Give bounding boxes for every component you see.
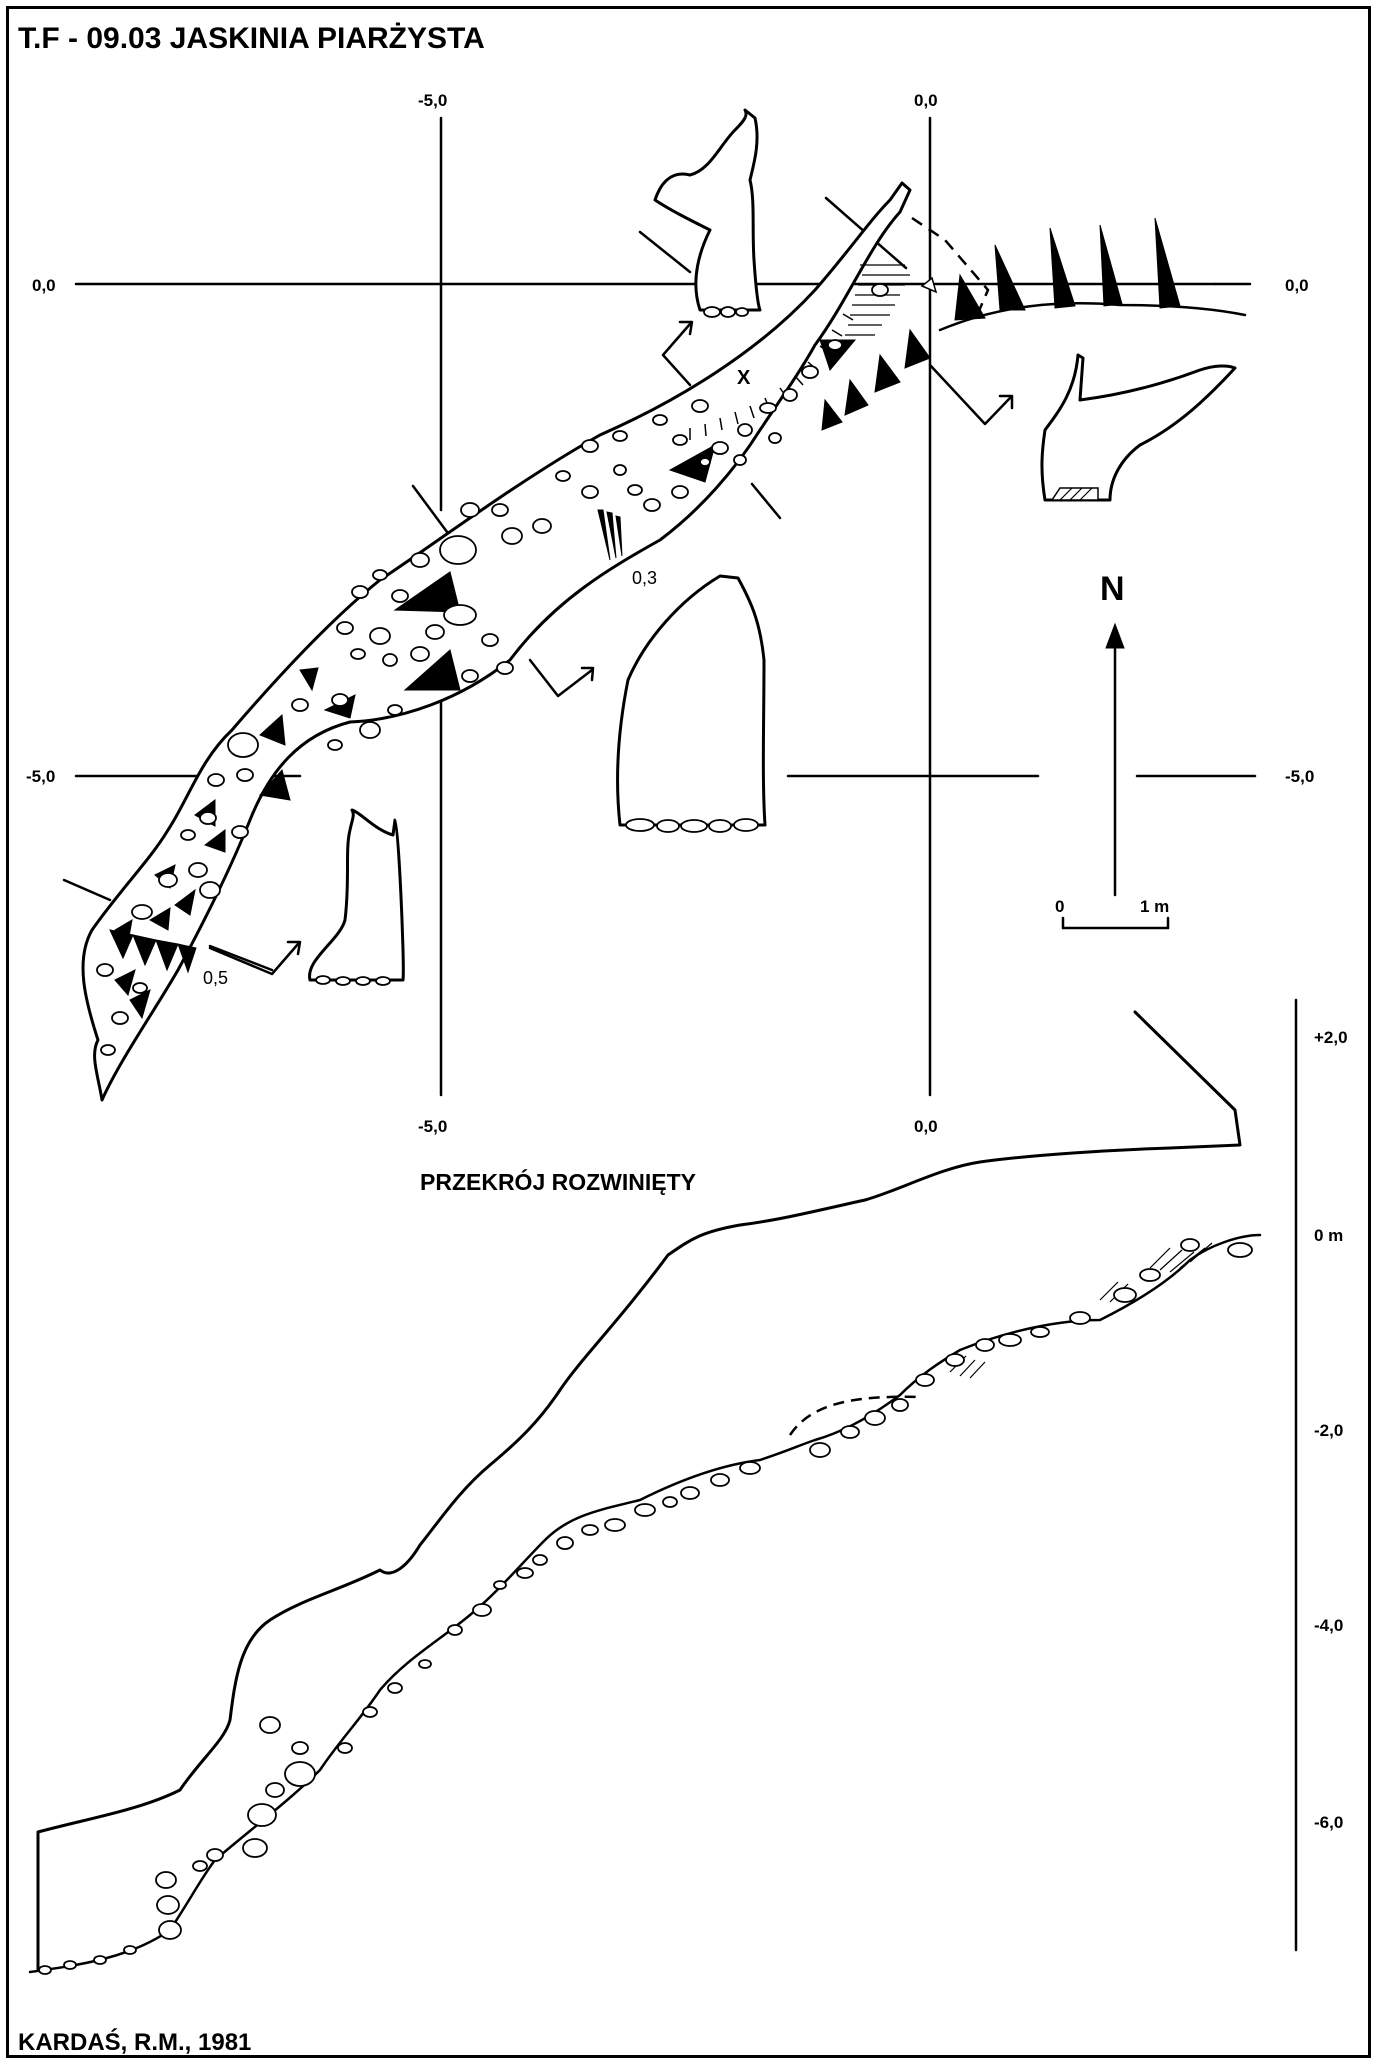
section-floor-line	[28, 1233, 1262, 1974]
rock-step-teeth	[109, 509, 623, 974]
scale-bar	[1061, 916, 1170, 930]
grid-label-left-minus5: -5,0	[26, 767, 55, 786]
entrance-hatch-area	[845, 264, 910, 336]
elevation-label-plus2: +2,0	[1314, 1028, 1348, 1047]
cross-section-3	[528, 574, 767, 833]
elevation-label-0: 0 m	[1314, 1226, 1343, 1245]
grid-label-left-0: 0,0	[32, 276, 56, 295]
cross-section-1	[653, 108, 762, 387]
north-arrow-icon	[1105, 622, 1125, 649]
map-title: T.F - 09.03 JASKINIA PIARŻYSTA	[18, 22, 485, 55]
grid-label-right-0: 0,0	[1285, 276, 1309, 295]
slope-triangles	[114, 217, 1181, 1020]
section-ceiling-line	[36, 1010, 1242, 1972]
cross-section-4	[208, 808, 405, 986]
scale-start-label: 0	[1055, 897, 1064, 916]
section-hatch	[949, 1242, 1213, 1379]
map-frame	[6, 6, 1371, 2058]
elevation-label-minus4: -4,0	[1314, 1616, 1343, 1635]
plan-boulders	[96, 283, 889, 1056]
section-title: PRZEKRÓJ ROZWINIĘTY	[420, 1168, 696, 1195]
plan-depth-label-1: 0,3	[632, 568, 657, 588]
grid-label-top-minus5: -5,0	[418, 91, 447, 110]
scale-end-label: 1 m	[1140, 897, 1169, 916]
grid-label-bottom-minus5: -5,0	[418, 1117, 447, 1136]
cross-section-2	[928, 353, 1237, 502]
plan-grid	[74, 116, 1257, 1097]
section-boulders	[38, 1238, 1253, 1975]
plan-x-mark: X	[737, 367, 751, 389]
north-label: N	[1100, 570, 1125, 608]
elevation-label-minus2: -2,0	[1314, 1421, 1343, 1440]
survey-station-marker	[920, 276, 938, 294]
grid-label-bottom-0: 0,0	[914, 1117, 938, 1136]
elevation-label-minus6: -6,0	[1314, 1813, 1343, 1832]
author-credit: KARDAŚ, R.M., 1981	[18, 2028, 251, 2056]
dashed-entrance-boundary	[911, 216, 990, 321]
plan-depth-label-2: 0,5	[203, 968, 228, 988]
section-dashed-overhang	[788, 1395, 921, 1436]
grid-label-top-0: 0,0	[914, 91, 938, 110]
grid-label-right-minus5: -5,0	[1285, 767, 1314, 786]
entrance-slope-line	[938, 302, 1247, 332]
